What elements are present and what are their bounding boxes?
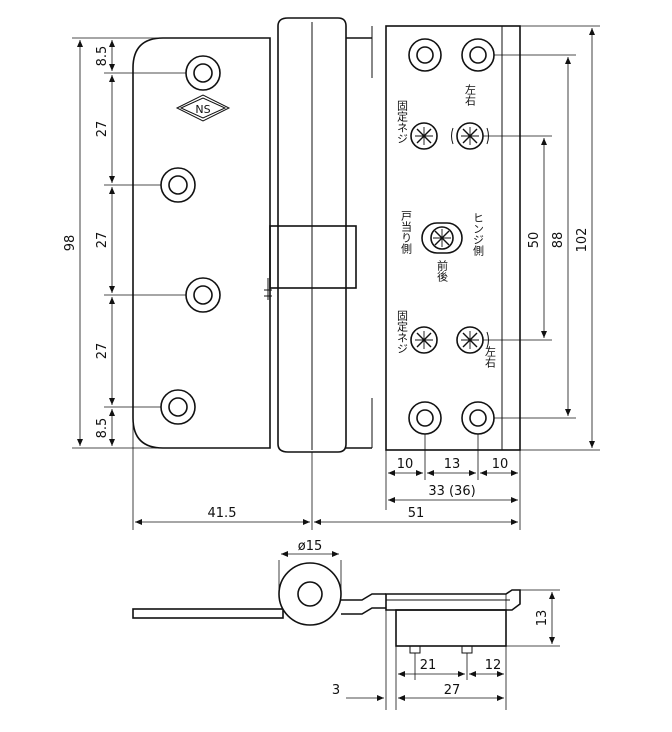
fixing-screw-label-top: 固定ネジ bbox=[396, 100, 409, 144]
dim-pitch-1: 27 bbox=[95, 121, 110, 138]
dim-bottom-edge: 8.5 bbox=[95, 418, 110, 439]
dim-adjust-pitch: 50 bbox=[527, 232, 542, 249]
dim-side-12: 12 bbox=[485, 658, 502, 673]
fixing-screw-label-bottom: 固定ネジ bbox=[396, 310, 409, 354]
leaf-hole-1 bbox=[185, 55, 221, 91]
adjust-screw-top bbox=[451, 122, 489, 150]
dim-leaf-right: 51 bbox=[408, 506, 425, 521]
hinge-barrel bbox=[264, 17, 373, 453]
plate-hole-tl bbox=[408, 38, 442, 72]
left-right-label-bottom: 左右 bbox=[484, 346, 497, 368]
dim-barrel-dia: ø15 bbox=[298, 539, 323, 554]
fixing-screw-bottom bbox=[410, 326, 438, 354]
dim-side-height: 13 bbox=[535, 610, 550, 627]
svg-text:NS: NS bbox=[195, 103, 210, 116]
side-view: ø15 13 21 12 3 27 bbox=[132, 539, 560, 710]
dim-plate-width: 33 (36) bbox=[428, 484, 475, 499]
bottom-dimensions: 10 13 10 33 (36) 41.5 51 bbox=[132, 418, 521, 530]
dim-pitch-2: 27 bbox=[95, 232, 110, 249]
front-back-label: 前後 bbox=[436, 259, 449, 282]
leaf-hole-3 bbox=[185, 277, 221, 313]
leaf-hole-4 bbox=[160, 389, 196, 425]
dim-col-3: 10 bbox=[492, 457, 509, 472]
dim-col-2: 13 bbox=[444, 457, 461, 472]
plate-hole-bl bbox=[408, 401, 442, 435]
right-dimensions: 50 88 102 bbox=[483, 25, 600, 451]
dim-side-21: 21 bbox=[420, 658, 437, 673]
dim-leaf-left: 41.5 bbox=[208, 506, 237, 521]
left-dimensions: 98 8.5 27 27 27 8.5 bbox=[63, 37, 186, 449]
hinge-side-label: ヒンジ側 bbox=[472, 212, 485, 256]
ns-logo: NS bbox=[175, 94, 231, 122]
fixing-screw-top bbox=[410, 122, 438, 150]
leaf-hole-2 bbox=[160, 167, 196, 203]
dim-pitch-3: 27 bbox=[95, 343, 110, 360]
dim-side-3: 3 bbox=[332, 683, 340, 698]
dim-screw-pitch: 88 bbox=[551, 232, 566, 249]
door-stop-side-label: 戸当り側 bbox=[400, 210, 413, 254]
dim-side-27: 27 bbox=[444, 683, 461, 698]
left-leaf: NS bbox=[132, 37, 271, 449]
plate-hole-tr bbox=[461, 38, 495, 72]
front-back-adjust-screw bbox=[421, 222, 463, 254]
dim-top-edge: 8.5 bbox=[95, 46, 110, 67]
plate-hole-br bbox=[461, 401, 495, 435]
dim-col-1: 10 bbox=[397, 457, 414, 472]
dim-overall-height-right: 102 bbox=[575, 228, 590, 253]
dim-overall-height-left: 98 bbox=[63, 235, 78, 252]
right-plate: 固定ネジ 固定ネジ 左右 左右 戸当り側 ヒンジ側 前後 bbox=[385, 25, 521, 451]
left-right-label-top: 左右 bbox=[464, 84, 477, 106]
